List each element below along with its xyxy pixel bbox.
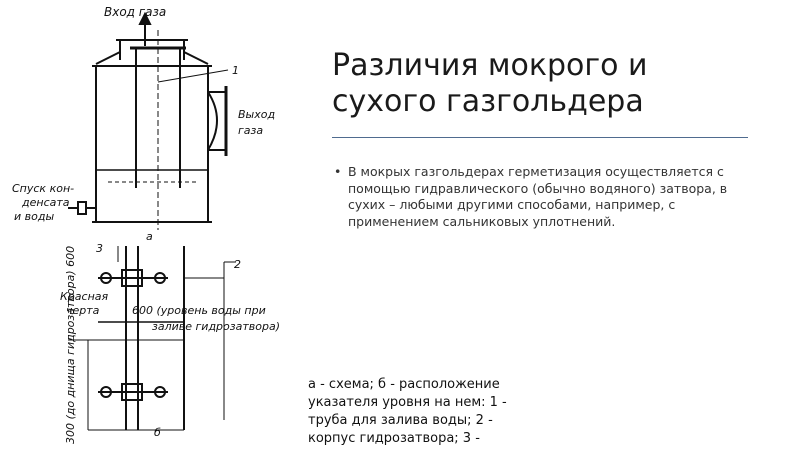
inlet-arrowhead [138, 11, 152, 25]
label-red-line-1: Красная [60, 290, 109, 303]
caption-line: а - схема; б - расположение [308, 377, 500, 392]
lower-valve-body [121, 383, 143, 401]
bullet-list: • В мокрых газгольдерах герметизация осу… [334, 164, 764, 230]
caption-line: корпус гидрозатвора; 3 - [308, 431, 480, 446]
bullet-text: В мокрых газгольдерах герметизация осуще… [348, 164, 728, 229]
bullet-dot-icon: • [334, 164, 342, 179]
hydraulic-seal-drawing: Вход газа 1 Выход газа Спуск кон- денсат… [8, 0, 308, 449]
label-drain-1: Спуск кон- [12, 182, 74, 195]
title-divider [332, 137, 748, 138]
caption-line: указателя уровня на нем: 1 - [308, 395, 507, 410]
label-red-line-2: черта [66, 304, 100, 317]
upper-valve-right [154, 272, 166, 284]
bullet-item: • В мокрых газгольдерах герметизация осу… [334, 164, 764, 230]
label-1: 1 [232, 64, 239, 77]
cone-right [183, 51, 209, 65]
label-drain-3: и воды [14, 210, 54, 223]
label-fig-b: б [154, 426, 161, 439]
slide-title-line-1: Различия мокрого и [332, 48, 648, 83]
label-2: 2 [234, 258, 241, 271]
lower-valve-right [154, 386, 166, 398]
leader-label-1 [157, 69, 229, 83]
outlet-nozzle [207, 91, 218, 151]
slide-title: Различия мокрого и сухого газгольдера [332, 48, 772, 120]
upper-valve-body [121, 269, 143, 287]
label-fig-a: а [146, 230, 153, 243]
technical-drawing-svg: Вход газа 1 Выход газа Спуск кон- денсат… [12, 5, 280, 444]
lower-valve-left [100, 386, 112, 398]
label-drain-2: денсата [21, 196, 70, 209]
slide-title-line-2: сухого газгольдера [332, 84, 644, 119]
label-water-level-1: 600 (уровень воды при [132, 304, 266, 317]
label-gas-outlet-1: Выход [238, 108, 275, 121]
upper-valve-left [100, 272, 112, 284]
label-water-level-2: заливе гидрозатвора) [152, 320, 280, 333]
label-3: 3 [96, 242, 103, 255]
figure-caption: а - схема; б - расположение указателя ур… [308, 376, 538, 448]
cone-left [95, 51, 121, 65]
drain-valve [77, 201, 87, 215]
label-bottom-dimension: 300 (до днища гидрозатвора) 600 [64, 246, 77, 444]
label-gas-outlet-2: газа [238, 124, 263, 137]
caption-line: труба для залива воды; 2 - [308, 413, 493, 428]
label-gas-inlet: Вход газа [104, 5, 166, 19]
